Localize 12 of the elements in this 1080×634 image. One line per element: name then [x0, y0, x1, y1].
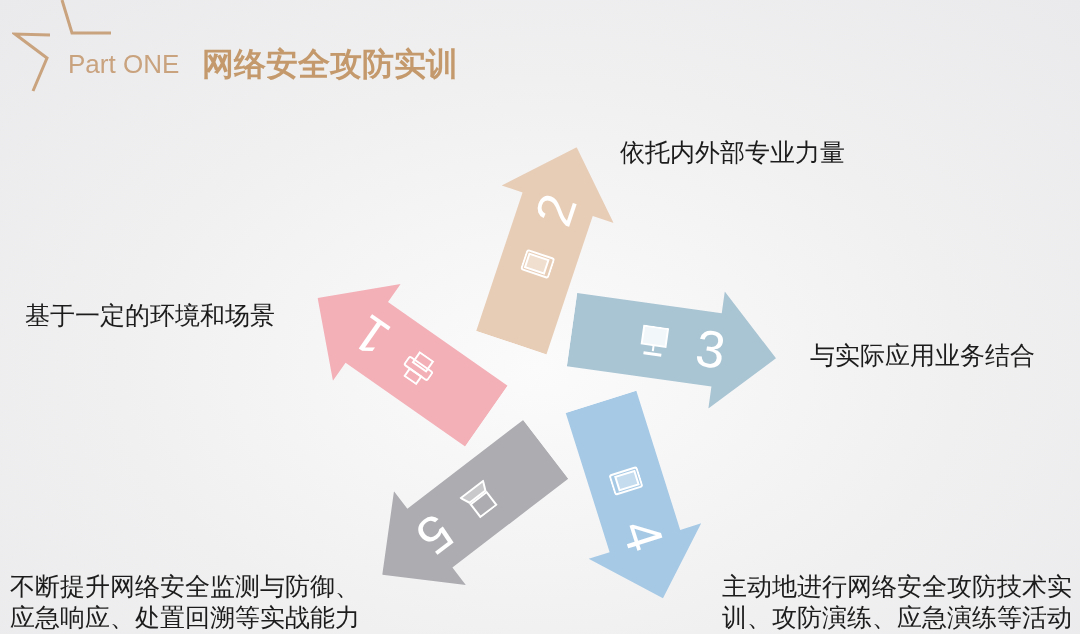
step-description: 依托内外部专业力量 [620, 137, 845, 168]
step-number: 5 [407, 505, 462, 564]
section-label: Part ONE [68, 48, 180, 80]
step-number: 1 [344, 306, 399, 366]
step-number: 3 [692, 321, 729, 377]
step-description: 不断提升网络安全监测与防御、应急响应、处置回溯等实战能力 [10, 571, 361, 633]
step-number: 4 [614, 513, 673, 557]
step-description: 主动地进行网络安全攻防技术实训、攻防演练、应急演练等活动 [722, 571, 1073, 633]
slide-title: 网络安全攻防实训 [202, 45, 458, 83]
step-description: 与实际应用业务结合 [810, 340, 1035, 371]
step-number: 2 [526, 187, 585, 232]
step-description: 基于一定的环境和场景 [25, 300, 275, 331]
